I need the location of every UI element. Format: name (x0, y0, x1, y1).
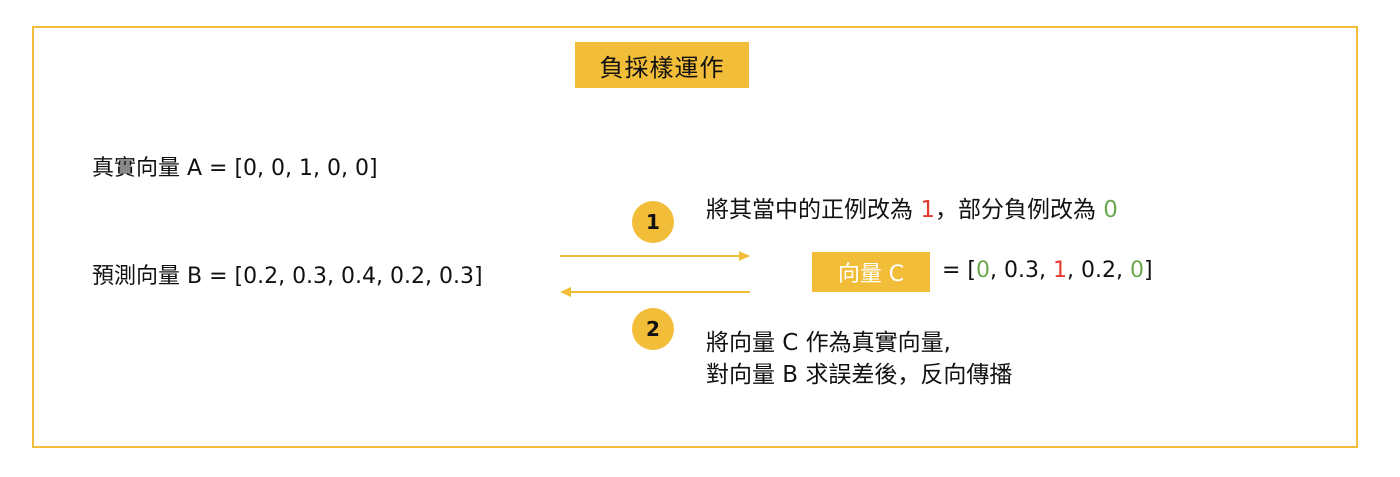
vector-c-equals: = [ (942, 258, 977, 283)
vector-c-value: = [0, 0.3, 1, 0.2, 0] (942, 258, 1153, 283)
positive-value: 1 (920, 197, 935, 223)
vector-c-value-3: 0.2 (1081, 258, 1117, 283)
backward-arrow (560, 287, 750, 297)
vector-c-value-4: 0 (1130, 258, 1145, 283)
vector-c-close: ] (1144, 258, 1153, 283)
step-2-badge: 2 (632, 308, 674, 350)
negative-value: 0 (1103, 197, 1118, 223)
diagram-title: 負採樣運作 (575, 42, 749, 88)
diagram-frame (32, 26, 1358, 448)
step-2-line-1: 將向量 C 作為真實向量, (706, 330, 951, 356)
step-1-badge: 1 (632, 201, 674, 243)
vector-c-value-2: 1 (1053, 258, 1068, 283)
vector-c-label: 向量 C (812, 252, 930, 292)
vector-a-text: 真實向量 A = [0, 0, 1, 0, 0] (92, 156, 378, 181)
step-2-line-2: 對向量 B 求誤差後，反向傳播 (706, 362, 1013, 388)
vector-b-text: 預測向量 B = [0.2, 0.3, 0.4, 0.2, 0.3] (92, 264, 483, 289)
forward-arrow (560, 251, 750, 261)
step-1-text-mid: ，部分負例改為 (934, 197, 1104, 223)
vector-c-value-1: 0.3 (1004, 258, 1040, 283)
step-1-text-pre: 將其當中的正例改為 (706, 197, 921, 223)
step-2-text: 將向量 C 作為真實向量, 對向量 B 求誤差後，反向傳播 (706, 327, 1012, 391)
step-1-text: 將其當中的正例改為 1，部分負例改為 0 (706, 190, 1118, 224)
vector-c-value-0: 0 (976, 258, 991, 283)
